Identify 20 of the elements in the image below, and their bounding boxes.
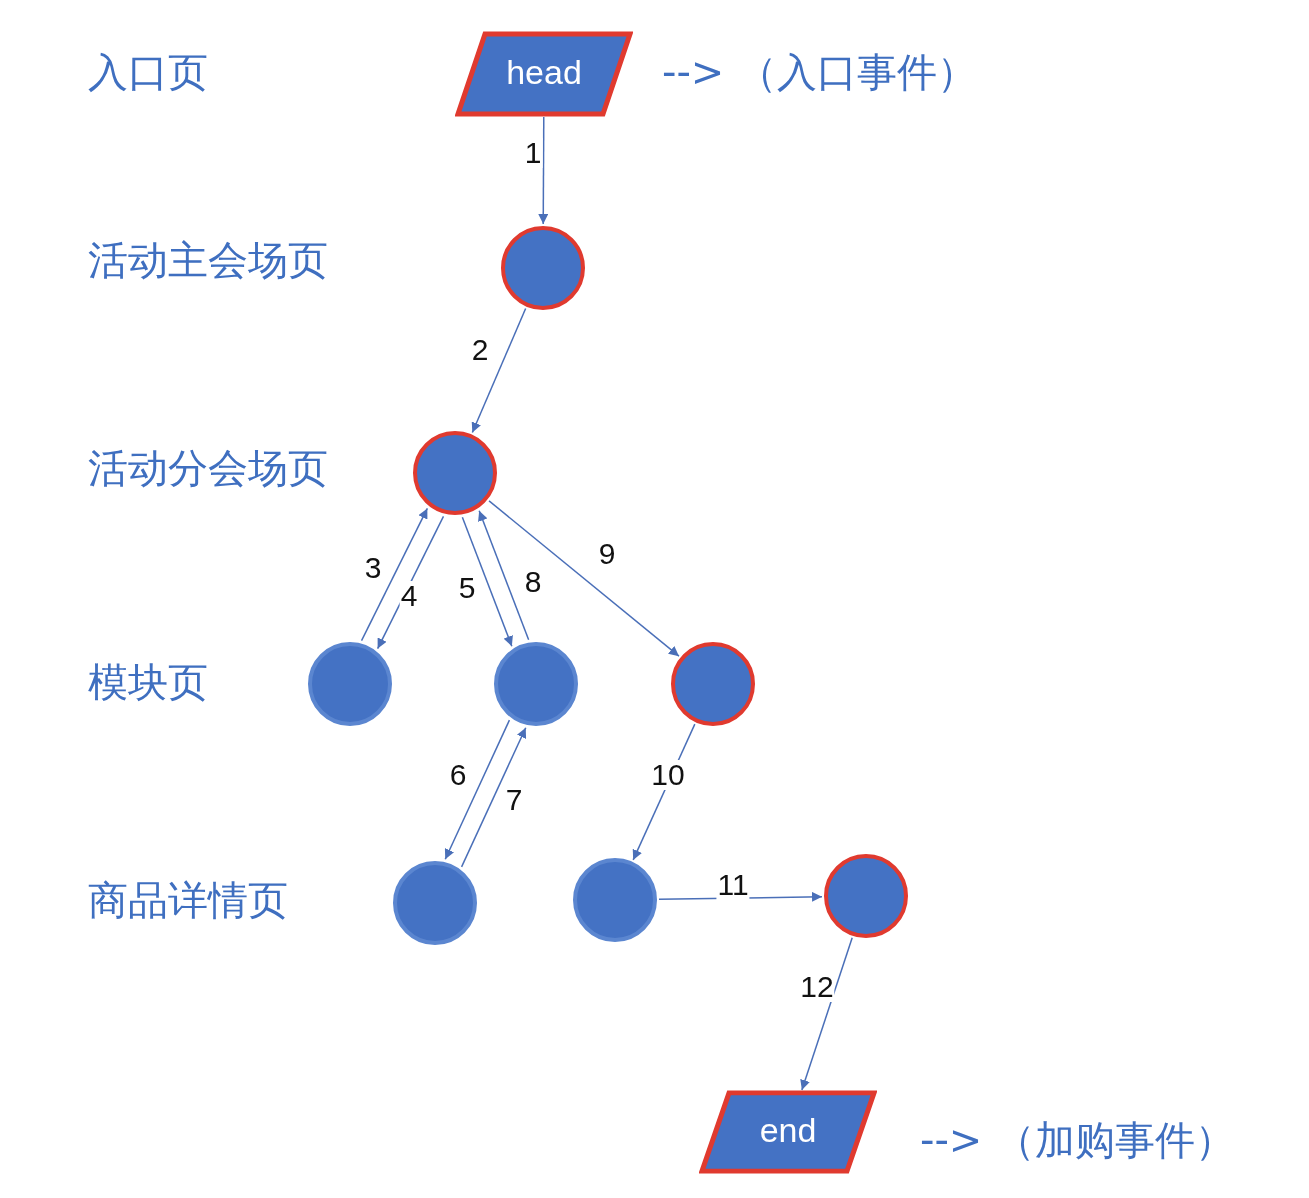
- arrow: [471, 307, 527, 434]
- label-text: 商品详情页: [88, 878, 288, 922]
- arrow: [800, 937, 853, 1091]
- edge-label: 10: [650, 760, 686, 790]
- event-note: --> （入口事件）: [662, 50, 978, 94]
- node-text: end: [759, 1110, 817, 1150]
- node-text: head: [506, 52, 582, 92]
- label-text: 活动主会场页: [88, 238, 328, 282]
- label-text: 入口页: [88, 50, 208, 94]
- label-text: 活动分会场页: [88, 446, 328, 490]
- event-note: --> （加购事件）: [920, 1118, 1236, 1162]
- arrow: [488, 500, 680, 657]
- arrow: [360, 507, 429, 642]
- arrow: [538, 116, 549, 225]
- arrow: [478, 510, 530, 641]
- arrow: [444, 719, 511, 861]
- arrow: [460, 727, 527, 868]
- circle-node: [413, 431, 497, 515]
- label-text: 模块页: [88, 660, 208, 704]
- arrow: [461, 516, 513, 647]
